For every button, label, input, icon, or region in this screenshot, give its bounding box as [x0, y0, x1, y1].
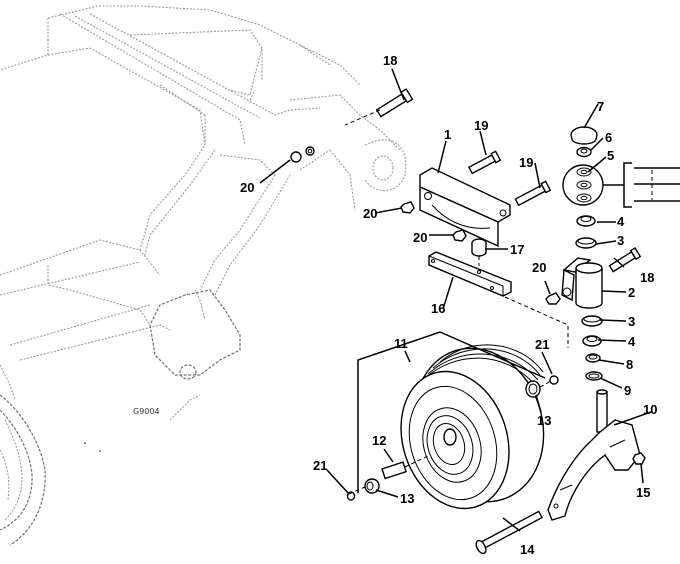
- part-lock-nut-15: [632, 452, 646, 465]
- part-seal: [585, 353, 601, 363]
- part-nut-20b: [452, 229, 467, 242]
- part-bolt-18-right: [608, 247, 642, 273]
- part-bearing-13-right: [525, 380, 541, 398]
- callout-7: 7: [597, 99, 604, 114]
- callout-19b: 19: [519, 155, 533, 170]
- part-bolt-19b: [514, 180, 552, 207]
- callout-13-right: 13: [537, 413, 551, 428]
- callout-21-right: 21: [535, 337, 549, 352]
- part-bolt-19a: [467, 150, 502, 175]
- callout-19a: 19: [474, 118, 488, 133]
- callout-11: 11: [394, 336, 408, 351]
- part-pivot-tube: [561, 257, 603, 309]
- part-nut-20a: [400, 201, 415, 214]
- callout-2: 2: [628, 285, 635, 300]
- callout-20b: 20: [413, 230, 427, 245]
- callout-20-left: 20: [240, 180, 254, 195]
- part-bearing-13-left: [364, 478, 380, 494]
- callout-9: 9: [624, 383, 631, 398]
- callout-16: 16: [431, 301, 445, 316]
- part-bearing-cup-3-bottom: [581, 315, 603, 327]
- part-spacer-bar: [428, 251, 569, 348]
- part-bearing-cup-3-top: [575, 237, 597, 249]
- callout-12: 12: [372, 433, 386, 448]
- callout-10: 10: [643, 402, 657, 417]
- callout-15: 15: [636, 485, 650, 500]
- part-dust-cap: [570, 126, 598, 145]
- callout-21-left: 21: [313, 458, 327, 473]
- part-nut-20c: [545, 292, 561, 305]
- part-nut-20-left: [290, 146, 315, 163]
- stray-dot: [84, 442, 86, 444]
- part-spacer-washers: [562, 162, 680, 208]
- callout-18-top: 18: [383, 53, 397, 68]
- drawing-code: G9004: [133, 407, 160, 416]
- part-washer: [585, 371, 603, 381]
- part-mount-bracket: [419, 167, 511, 248]
- part-bearing-4-bottom: [582, 335, 602, 347]
- callout-3-bottom: 3: [628, 314, 635, 329]
- callout-3-top: 3: [617, 233, 624, 248]
- part-grease-fitting-21-right: [549, 375, 559, 385]
- stray-dot: [99, 450, 101, 452]
- leader-lines: [259, 68, 652, 532]
- part-axle-bolt: [475, 510, 543, 555]
- callout-13-left: 13: [400, 491, 414, 506]
- callout-labels: 18 1 19 19 7 6 5 20 20 20 20 4 3 17 18 2…: [240, 53, 657, 557]
- callout-4-top: 4: [617, 214, 625, 229]
- part-spacer-tube: [381, 461, 407, 480]
- mower-frame-outline: [0, 5, 407, 546]
- part-lock-nut: [576, 146, 592, 158]
- callout-18-right: 18: [640, 270, 654, 285]
- callout-20c: 20: [532, 260, 546, 275]
- callout-14: 14: [520, 542, 535, 557]
- callout-8: 8: [626, 357, 633, 372]
- part-bearing-4-top: [576, 215, 596, 227]
- part-caster-fork: [547, 389, 641, 521]
- callout-1: 1: [444, 127, 451, 142]
- callout-17: 17: [510, 242, 524, 257]
- callout-6: 6: [605, 130, 612, 145]
- callout-20a: 20: [363, 206, 377, 221]
- part-wheel-assembly: [400, 344, 545, 510]
- callout-4-bottom: 4: [628, 334, 636, 349]
- part-bumper: [471, 238, 487, 266]
- callout-5: 5: [607, 148, 614, 163]
- part-bolt-18-top: [344, 88, 414, 126]
